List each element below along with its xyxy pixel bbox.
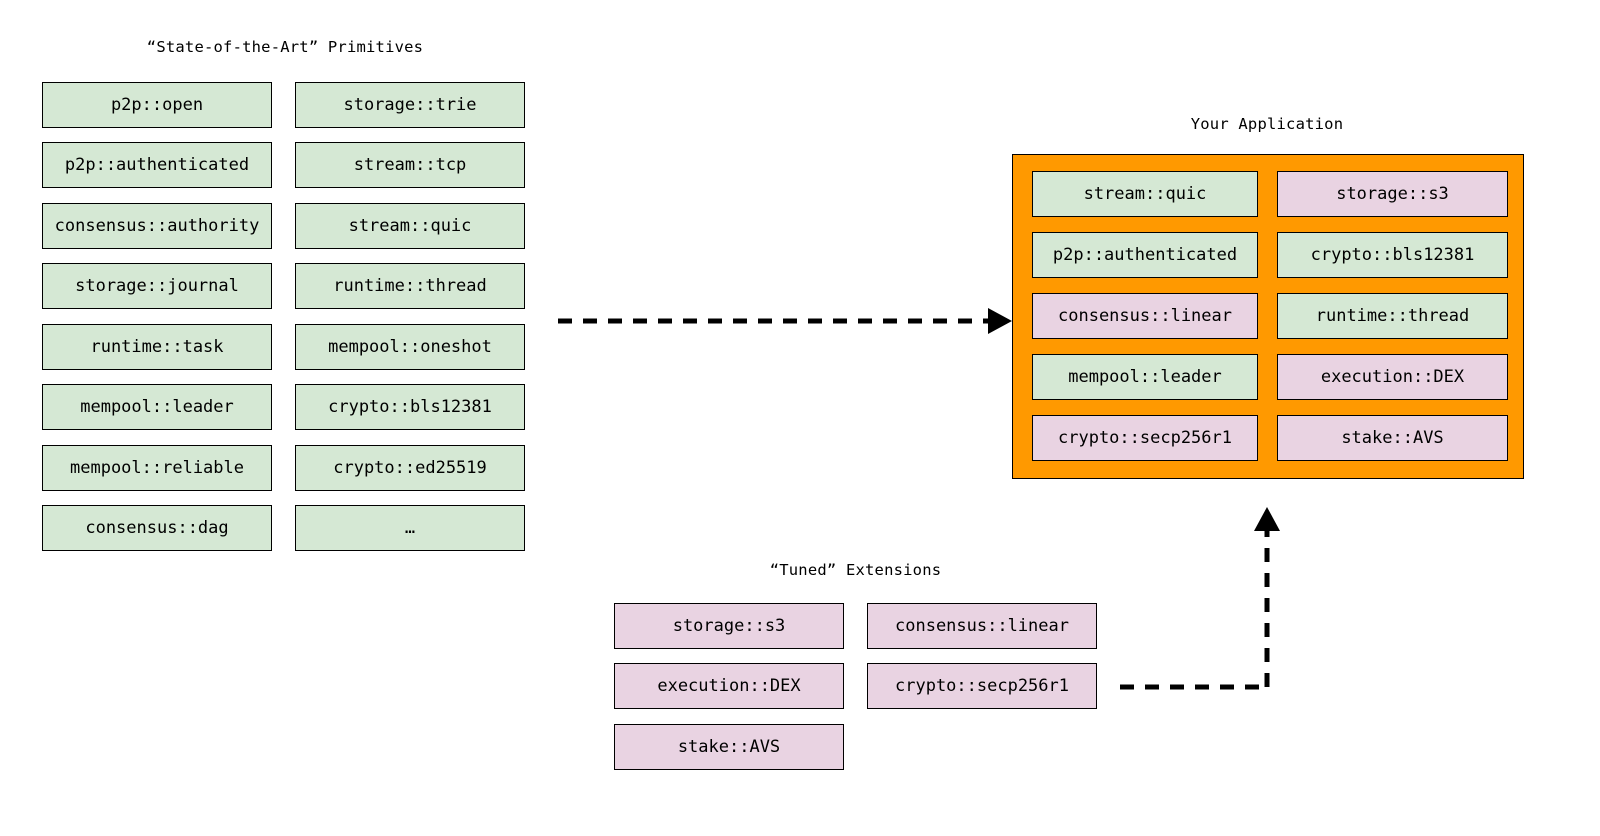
primitive-node[interactable]: runtime::task	[42, 324, 272, 370]
primitive-node[interactable]: mempool::leader	[42, 384, 272, 430]
extension-node[interactable]: storage::s3	[614, 603, 844, 649]
primitive-node[interactable]: stream::quic	[295, 203, 525, 249]
primitive-node[interactable]: runtime::thread	[295, 263, 525, 309]
primitive-node[interactable]: consensus::authority	[42, 203, 272, 249]
application-node[interactable]: consensus::linear	[1032, 293, 1258, 339]
primitive-node[interactable]: storage::journal	[42, 263, 272, 309]
extension-node[interactable]: stake::AVS	[614, 724, 844, 770]
extension-node[interactable]: execution::DEX	[614, 663, 844, 709]
arrow-primitives-to-application	[558, 308, 1012, 334]
extensions-section-title: “Tuned” Extensions	[769, 561, 942, 579]
primitive-node[interactable]: crypto::ed25519	[295, 445, 525, 491]
application-node[interactable]: storage::s3	[1277, 171, 1508, 217]
primitive-node[interactable]: crypto::bls12381	[295, 384, 525, 430]
arrow-extensions-to-application	[1120, 507, 1280, 690]
application-node[interactable]: crypto::secp256r1	[1032, 415, 1258, 461]
primitive-node[interactable]: stream::tcp	[295, 142, 525, 188]
application-node[interactable]: runtime::thread	[1277, 293, 1508, 339]
primitive-node[interactable]: p2p::open	[42, 82, 272, 128]
extension-node[interactable]: consensus::linear	[867, 603, 1097, 649]
application-section-title: Your Application	[1190, 115, 1344, 133]
primitive-node[interactable]: storage::trie	[295, 82, 525, 128]
application-node[interactable]: p2p::authenticated	[1032, 232, 1258, 278]
application-node[interactable]: stream::quic	[1032, 171, 1258, 217]
primitive-node[interactable]: …	[295, 505, 525, 551]
application-node[interactable]: execution::DEX	[1277, 354, 1508, 400]
primitive-node[interactable]: mempool::reliable	[42, 445, 272, 491]
application-node[interactable]: mempool::leader	[1032, 354, 1258, 400]
primitives-section-title: “State-of-the-Art” Primitives	[146, 38, 424, 56]
primitive-node[interactable]: p2p::authenticated	[42, 142, 272, 188]
application-node[interactable]: crypto::bls12381	[1277, 232, 1508, 278]
application-node[interactable]: stake::AVS	[1277, 415, 1508, 461]
primitive-node[interactable]: mempool::oneshot	[295, 324, 525, 370]
primitive-node[interactable]: consensus::dag	[42, 505, 272, 551]
extension-node[interactable]: crypto::secp256r1	[867, 663, 1097, 709]
